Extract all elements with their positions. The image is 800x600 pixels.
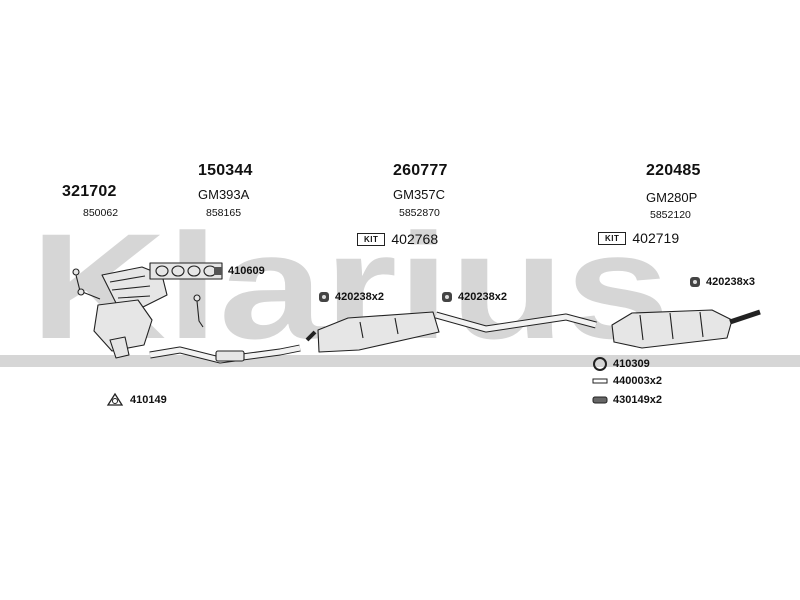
rubber-mount-icon bbox=[442, 292, 452, 302]
catalytic-converter-drawing bbox=[72, 266, 168, 359]
bolt-icon bbox=[592, 378, 608, 384]
kit-402719: KIT 402719 bbox=[598, 230, 679, 246]
kit-number: 402768 bbox=[391, 231, 439, 247]
front-pipe-drawing bbox=[149, 294, 301, 364]
oem-ref-gm280p: GM280P bbox=[646, 190, 698, 205]
accessory-410309: 410309 bbox=[592, 356, 650, 372]
part-number-260777: 260777 bbox=[393, 162, 448, 179]
ring-gasket-icon bbox=[593, 357, 607, 371]
kit-badge: KIT bbox=[357, 232, 386, 246]
part-number-321702: 321702 bbox=[62, 183, 117, 200]
kit-402768: KIT 402768 bbox=[357, 231, 438, 247]
sub-number-858165: 858165 bbox=[206, 207, 242, 219]
accessory-420238x3: 420238x3 bbox=[689, 276, 755, 288]
sub-number-850062: 850062 bbox=[83, 207, 119, 219]
accessory-410609: 410609 bbox=[213, 265, 265, 277]
part-number-220485: 220485 bbox=[646, 162, 701, 179]
accessory-420238x2-b: 420238x2 bbox=[441, 291, 507, 303]
rubber-mount-icon bbox=[319, 292, 329, 302]
accessory-420238x2-a: 420238x2 bbox=[318, 291, 384, 303]
sub-number-5852120: 5852120 bbox=[650, 209, 691, 221]
center-silencer-drawing bbox=[305, 311, 597, 353]
accessory-410149: 410149 bbox=[105, 392, 167, 408]
manifold-gasket-drawing bbox=[149, 262, 223, 280]
oem-ref-gm393a: GM393A bbox=[198, 187, 250, 202]
rubber-mount-icon bbox=[690, 277, 700, 287]
kit-number: 402719 bbox=[632, 230, 680, 246]
gasket-icon bbox=[214, 267, 222, 275]
sub-number-5852870: 5852870 bbox=[399, 207, 440, 219]
spring-icon bbox=[592, 396, 608, 404]
rear-silencer-drawing bbox=[611, 309, 761, 349]
part-number-150344: 150344 bbox=[198, 162, 253, 179]
kit-badge: KIT bbox=[598, 231, 627, 245]
accessory-430149x2: 430149x2 bbox=[592, 394, 662, 406]
accessory-440003x2: 440003x2 bbox=[592, 375, 662, 387]
clamp-icon bbox=[106, 392, 124, 406]
oem-ref-gm357c: GM357C bbox=[393, 187, 446, 202]
